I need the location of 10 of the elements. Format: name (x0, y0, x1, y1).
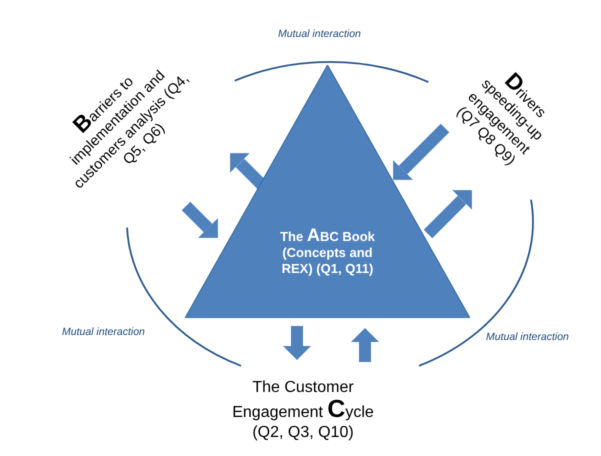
block-arrow (351, 328, 379, 362)
interaction-label: Mutual interaction (62, 326, 145, 338)
block-arrow (283, 326, 311, 360)
interaction-label: Mutual interaction (486, 331, 569, 343)
interaction-label: Mutual interaction (278, 28, 361, 40)
block-arrow (182, 202, 218, 238)
block-arrow (424, 190, 472, 238)
node-text: The Customer Engagement Cycle (Q2, Q3, Q10) (231, 378, 375, 442)
block-arrow (393, 124, 450, 180)
node-text: The ABC Book (Concepts and REX) (Q1, Q11) (279, 226, 376, 278)
